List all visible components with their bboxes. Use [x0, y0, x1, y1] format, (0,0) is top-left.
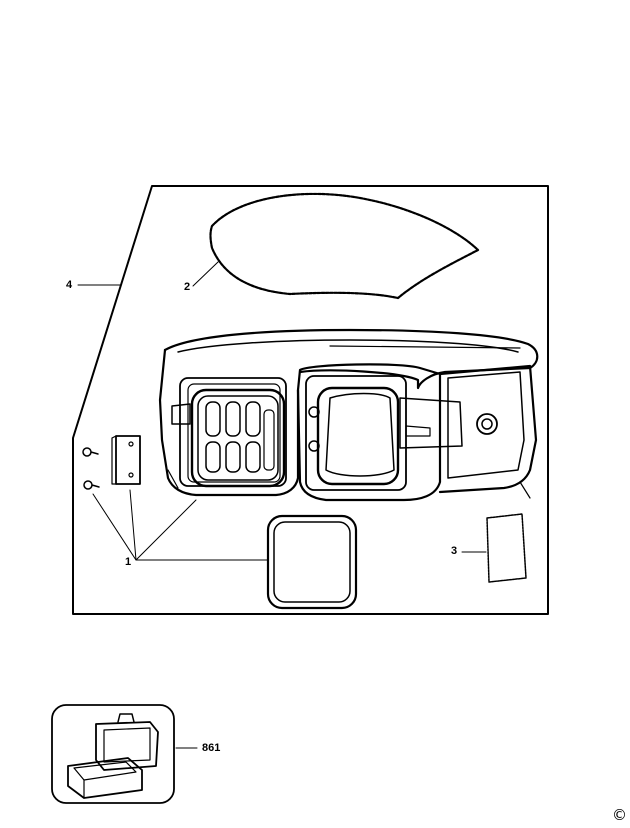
leader-lines-1: [92, 489, 269, 561]
callout-part-3: 3: [451, 545, 458, 557]
battery-door-illustration: [308, 386, 400, 486]
callout-part-2: 2: [184, 281, 191, 293]
contact-plate-part-1: [111, 435, 141, 485]
callout-part-4: 4: [66, 279, 73, 291]
callout-kit-861: 861: [202, 742, 221, 754]
pad-part-3: [486, 513, 527, 583]
copyright-symbol: ©: [612, 806, 627, 824]
assembly-boundary: [72, 185, 549, 615]
battery-compartment-illustration: [190, 388, 286, 488]
radio-housing-illustration: [158, 328, 539, 502]
callout-part-1: 1: [125, 556, 132, 568]
top-cover-part-2: [209, 192, 480, 300]
screws-part-1: [82, 447, 100, 490]
leader-line-2: [192, 261, 219, 287]
carry-case-illustration: [67, 713, 159, 799]
battery-door-seal-illustration: [266, 514, 358, 610]
carry-case-panel: [51, 704, 175, 804]
